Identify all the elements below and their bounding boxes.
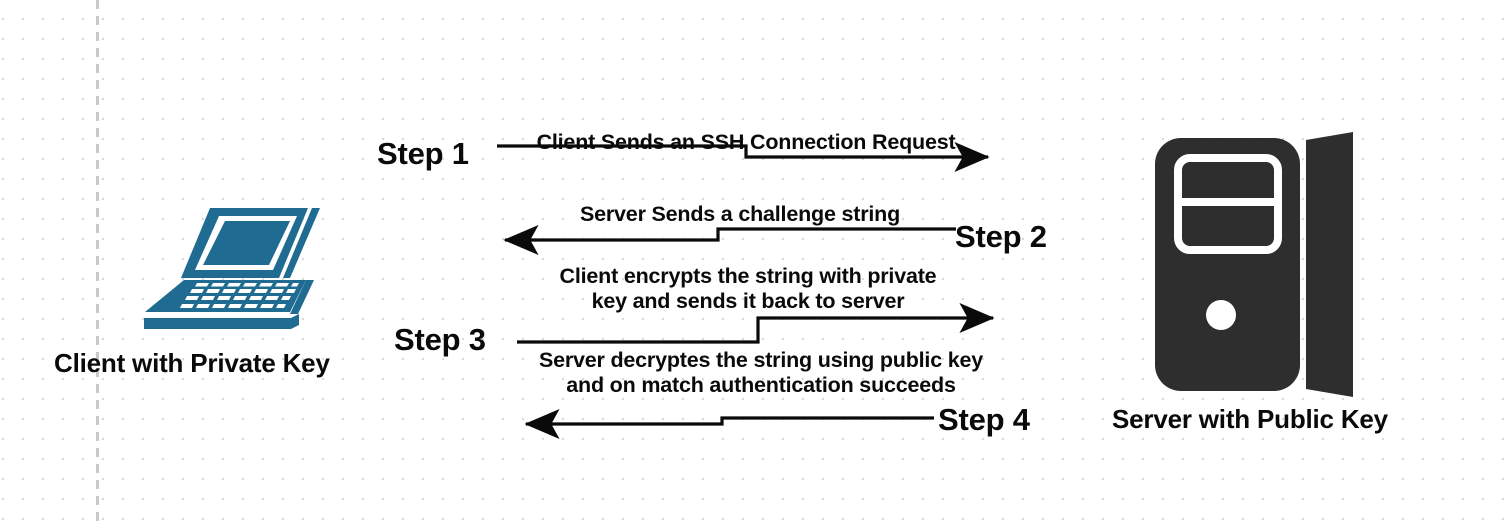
step-label-1: Step 1 [377,136,469,171]
arrow-step2 [503,224,956,256]
arrow-step4 [524,408,934,440]
step-message-2: Server Sends a challenge string [579,202,901,226]
step-label-3: Step 3 [394,322,486,357]
server-node-label: Server with Public Key [1112,404,1388,434]
step-message-3: Client encrypts the string with private … [559,264,937,313]
step-message-4: Server decryptes the string using public… [538,348,984,397]
arrow-step3 [517,302,995,344]
vertical-guide-line [96,0,99,528]
client-node-label: Client with Private Key [54,348,330,378]
laptop-icon [144,208,320,329]
server-tower-icon [1155,132,1353,397]
step-label-4: Step 4 [938,402,1030,437]
step-message-1: Client Sends an SSH Connection Request [536,130,956,154]
step-label-2: Step 2 [955,219,1047,254]
